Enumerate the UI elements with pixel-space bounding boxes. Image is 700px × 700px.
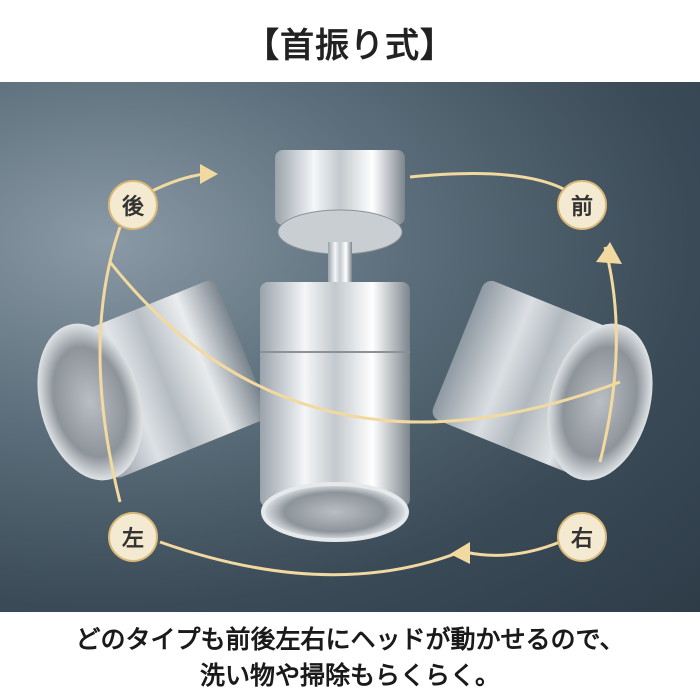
caption-line-1: どのタイプも前後左右にヘッドが動かせるので、 [75,625,625,654]
caption-line-2: 洗い物や掃除もらくらく。 [199,661,500,690]
direction-badge-right: 右 [557,512,607,562]
page-title: 【首振り式】 [245,26,455,66]
product-photo: 後 前 左 右 [0,82,700,612]
direction-badge-back: 後 [108,180,158,230]
direction-badge-front: 前 [557,180,607,230]
direction-badge-left: 左 [108,512,158,562]
